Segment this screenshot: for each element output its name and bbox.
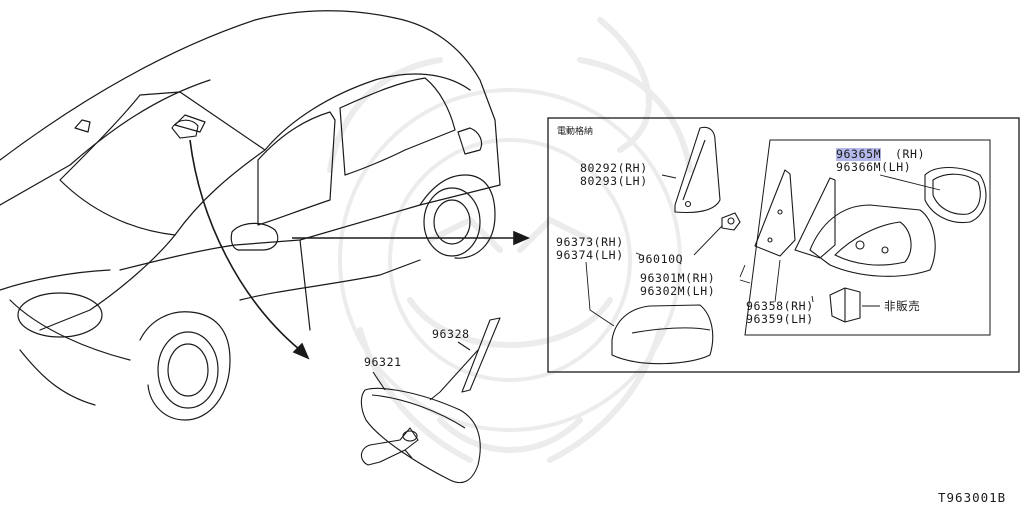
callout-96365m-side: (RH) bbox=[895, 147, 926, 161]
inset-frame bbox=[547, 117, 1020, 373]
nut bbox=[721, 212, 741, 231]
callout-80293: 80293(LH) bbox=[580, 174, 648, 188]
mirror-glass-panel bbox=[754, 169, 796, 257]
callout-96366m: 96366M(LH) bbox=[836, 160, 912, 174]
callout-80292: 80292(RH) bbox=[580, 161, 648, 175]
callout-96359: 96359(LH) bbox=[746, 312, 814, 326]
callout-96302m: 96302M(LH) bbox=[640, 284, 716, 298]
mirror-base-cover bbox=[674, 126, 721, 214]
watermark bbox=[327, 17, 693, 463]
callout-96301m: 96301M(RH) bbox=[640, 271, 716, 285]
callout-96010q: 96010Q bbox=[638, 252, 684, 266]
callout-96358: 96358(RH) bbox=[746, 299, 814, 313]
mirror-glass bbox=[924, 166, 987, 224]
inset-title: 電動格納 bbox=[557, 127, 594, 137]
pointer-arrows bbox=[189, 139, 531, 360]
not-for-sale-label: 非販売 bbox=[884, 299, 921, 313]
mirror-stay-on-car bbox=[171, 119, 199, 139]
mirror-cap bbox=[611, 304, 714, 365]
figure-code: T963001B bbox=[938, 490, 1007, 505]
rearview-mirror bbox=[360, 317, 501, 484]
callout-96373: 96373(RH) bbox=[556, 235, 624, 249]
car-illustration bbox=[0, 10, 501, 421]
mirror-parts bbox=[611, 126, 987, 365]
callout-96321: 96321 bbox=[364, 355, 402, 369]
mirror-housing bbox=[809, 204, 936, 277]
callout-96374: 96374(LH) bbox=[556, 248, 624, 262]
callout-96328: 96328 bbox=[432, 327, 470, 341]
inset-leaders bbox=[585, 174, 941, 327]
mirror-glass-front bbox=[794, 177, 836, 259]
callout-96365m-highlight: 96365M bbox=[836, 147, 882, 161]
